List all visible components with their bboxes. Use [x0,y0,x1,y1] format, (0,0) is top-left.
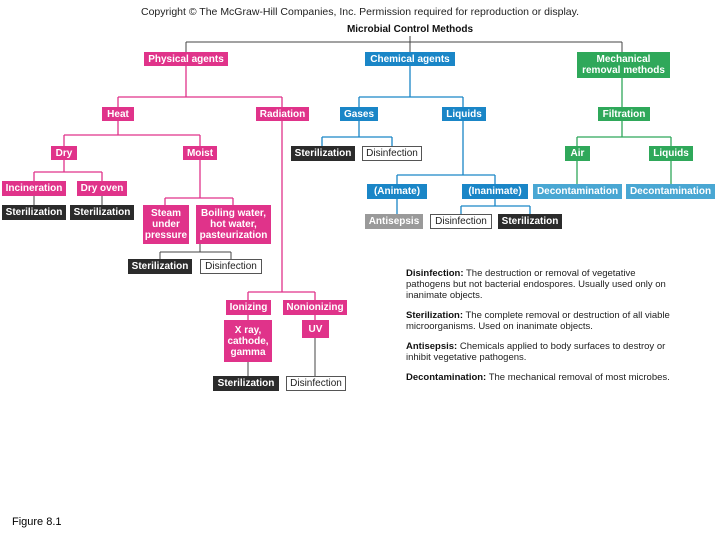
definition-disinfection: Disinfection: The destruction or removal… [406,268,666,301]
boiling-water-node: Boiling water, hot water, pasteurization [196,205,271,244]
gases-sterilization-result: Sterilization [291,146,355,161]
liquids-filtration-node: Liquids [649,146,693,161]
gases-disinfection-result: Disinfection [362,146,422,161]
inanimate-node: (Inanimate) [462,184,528,199]
incineration-sterilization-result: Sterilization [2,205,66,220]
ionizing-node: Ionizing [226,300,271,315]
ionizing-sterilization-result: Sterilization [213,376,279,391]
steam-sterilization-result: Sterilization [128,259,192,274]
inanimate-disinfection-result: Disinfection [430,214,492,229]
definition-decontamination: Decontamination: The mechanical removal … [406,372,670,383]
filtration-node: Filtration [598,107,650,121]
uv-disinfection-result: Disinfection [286,376,346,391]
root-node: Microbial Control Methods [346,23,474,35]
antisepsis-result: Antisepsis [365,214,423,229]
heat-node: Heat [102,107,134,121]
copyright-notice: Copyright © The McGraw-Hill Companies, I… [140,6,580,18]
definition-antisepsis: Antisepsis: Chemicals applied to body su… [406,341,666,363]
radiation-node: Radiation [256,107,309,121]
dry-oven-sterilization-result: Sterilization [70,205,134,220]
dry-oven-node: Dry oven [77,181,127,196]
animate-node: (Animate) [367,184,427,199]
liquids-decontamination-result: Decontamination [626,184,715,199]
chemical-agents-node: Chemical agents [365,52,455,66]
mechanical-removal-node: Mechanical removal methods [577,52,670,78]
incineration-node: Incineration [2,181,66,196]
dry-heat-node: Dry [51,146,77,160]
boiling-disinfection-result: Disinfection [200,259,262,274]
ionizing-types-node: X ray, cathode, gamma [224,320,272,362]
inanimate-sterilization-result: Sterilization [498,214,562,229]
figure-label: Figure 8.1 [12,516,62,528]
nonionizing-node: Nonionizing [283,300,347,315]
steam-under-pressure-node: Steam under pressure [143,205,189,244]
moist-heat-node: Moist [183,146,217,160]
uv-node: UV [302,320,329,338]
air-node: Air [565,146,590,161]
physical-agents-node: Physical agents [144,52,228,66]
liquids-chemical-node: Liquids [442,107,486,121]
air-decontamination-result: Decontamination [533,184,622,199]
definition-sterilization: Sterilization: The complete removal or d… [406,310,670,332]
gases-node: Gases [340,107,378,121]
